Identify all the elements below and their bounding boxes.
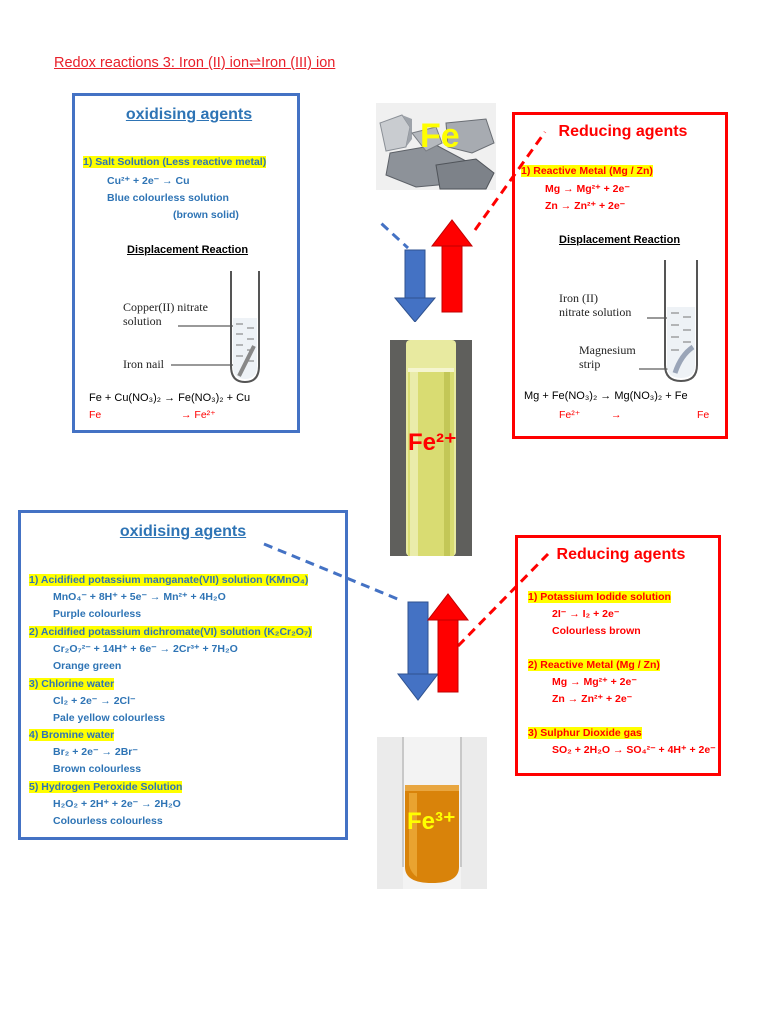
- bottom-red-item2: 2) Reactive Metal (Mg / Zn): [528, 659, 660, 671]
- top-ox-solution-label: Copper(II) nitrate solution: [123, 300, 208, 328]
- top-red-up-arrow: [430, 219, 474, 313]
- top-blue-dashed-connector: [380, 220, 410, 250]
- bottom-reducing-heading: Reducing agents: [556, 546, 686, 563]
- top-ox-final-ion-right: → Fe²⁺: [181, 409, 216, 421]
- top-ox-solution-text: Copper(II) nitrate solution: [123, 300, 208, 328]
- top-ox-item1: 1) Salt Solution (Less reactive metal): [83, 156, 267, 168]
- top-red-displacement-title: Displacement Reaction: [559, 234, 681, 246]
- bottom-ox-item5-colour: Colourless colourless: [53, 815, 163, 827]
- bottom-oxidising-heading: oxidising agents: [119, 523, 247, 540]
- fe3-test-tube-image: [377, 737, 487, 889]
- bottom-ox-item3: 3) Chlorine water: [29, 678, 115, 690]
- bottom-ox-item5: 5) Hydrogen Peroxide Solution: [29, 781, 183, 793]
- bottom-red-item1-text: 1) Potassium Iodide solution: [528, 591, 671, 603]
- bottom-ox-item3-colour: Pale yellow colourless: [53, 712, 166, 724]
- top-ox-item1-text: 1) Salt Solution (Less reactive metal): [83, 156, 267, 168]
- top-red-final-equation: Mg + Fe(NO₃)₂ → Mg(NO₃)₂ + Fe: [524, 390, 688, 402]
- fe3-label: Fe³⁺: [407, 808, 456, 835]
- copper-nitrate-test-tube-diagram: [171, 271, 260, 384]
- bottom-red-eq2a: Mg → Mg²⁺ + 2e⁻: [552, 676, 637, 688]
- top-ox-eq1: Cu²⁺ + 2e⁻ → Cu: [107, 175, 190, 187]
- top-oxidising-box: oxidising agents 1) Salt Solution (Less …: [72, 93, 300, 433]
- top-red-eq1: Mg → Mg²⁺ + 2e⁻: [545, 183, 630, 195]
- top-ox-final-equation: Fe + Cu(NO₃)₂ → Fe(NO₃)₂ + Cu: [89, 392, 251, 404]
- fe2-test-tube-image: [390, 340, 472, 556]
- top-red-dashed-connector: [473, 131, 547, 231]
- bottom-red-eq1: 2I⁻ → I₂ + 2e⁻: [552, 608, 620, 620]
- bottom-ox-item5-eq: H₂O₂ + 2H⁺ + 2e⁻ → 2H₂O: [53, 798, 181, 810]
- bottom-red-eq3: SO₂ + 2H₂O → SO₄²⁻ + 4H⁺ + 2e⁻: [552, 744, 716, 756]
- bottom-ox-item3-text: 3) Chlorine water: [29, 678, 115, 690]
- top-ox-colour1: Blue colourless solution: [107, 192, 229, 204]
- bottom-oxidising-box: oxidising agents 1) Acidified potassium …: [18, 510, 348, 840]
- top-red-strip-label: Magnesium strip: [579, 343, 636, 371]
- bottom-ox-item1-eq: MnO₄⁻ + 8H⁺ + 5e⁻ → Mn²⁺ + 4H₂O: [53, 591, 226, 603]
- bottom-red-item3: 3) Sulphur Dioxide gas: [528, 727, 642, 739]
- bottom-ox-item1-colour: Purple colourless: [53, 608, 142, 620]
- bottom-red-item1: 1) Potassium Iodide solution: [528, 591, 671, 603]
- fe3-solution-photo: Fe³⁺: [377, 737, 487, 889]
- top-red-solution-text: Iron (II) nitrate solution: [559, 291, 632, 319]
- bottom-blue-down-arrow: [396, 601, 440, 701]
- top-red-final-ion-mid: →: [611, 409, 622, 421]
- bottom-ox-item5-text: 5) Hydrogen Peroxide Solution: [29, 781, 183, 793]
- bottom-ox-item3-eq: Cl₂ + 2e⁻ → 2Cl⁻: [53, 695, 136, 707]
- top-ox-displacement-title: Displacement Reaction: [127, 244, 249, 256]
- top-ox-nail-label: Iron nail: [123, 357, 164, 371]
- top-red-item1: 1) Reactive Metal (Mg / Zn): [521, 165, 653, 177]
- bottom-red-colour1: Colourless brown: [552, 625, 641, 637]
- bottom-red-dashed-connector: [456, 552, 550, 648]
- bottom-ox-item1: 1) Acidified potassium manganate(VII) so…: [29, 574, 309, 586]
- top-red-final-ion-left: Fe²⁺: [559, 409, 581, 421]
- top-arrows-group: [380, 131, 547, 322]
- bottom-red-item2-text: 2) Reactive Metal (Mg / Zn): [528, 659, 660, 671]
- bottom-red-up-arrow: [426, 593, 470, 693]
- bottom-ox-item2-eq: Cr₂O₇²⁻ + 14H⁺ + 6e⁻ → 2Cr³⁺ + 7H₂O: [53, 643, 238, 655]
- iron-pieces-image: [376, 103, 496, 190]
- bottom-ox-item2-text: 2) Acidified potassium dichromate(VI) so…: [29, 626, 312, 638]
- page-title: Redox reactions 3: Iron (II) ion⇌Iron (I…: [54, 55, 336, 71]
- top-reducing-heading: Reducing agents: [558, 123, 688, 140]
- top-oxidising-heading: oxidising agents: [125, 106, 253, 123]
- bottom-ox-item2-colour: Orange green: [53, 660, 122, 672]
- top-red-eq2: Zn → Zn²⁺ + 2e⁻: [545, 200, 626, 212]
- iron-nitrate-test-tube-diagram: [639, 260, 698, 383]
- top-red-solution-label: Iron (II) nitrate solution: [559, 291, 631, 319]
- top-ox-final-ion-left: Fe: [89, 409, 102, 421]
- bottom-reducing-box: Reducing agents 1) Potassium Iodide solu…: [515, 535, 721, 776]
- iron-metal-photo: Fe: [376, 103, 496, 190]
- bottom-blue-dashed-connector: [263, 542, 401, 602]
- fe2-solution-photo: Fe²⁺: [390, 340, 472, 556]
- fe2-label: Fe²⁺: [408, 429, 457, 456]
- bottom-ox-item4: 4) Bromine water: [29, 729, 115, 741]
- top-reducing-box: Reducing agents 1) Reactive Metal (Mg / …: [512, 112, 728, 439]
- bottom-ox-item2: 2) Acidified potassium dichromate(VI) so…: [29, 626, 312, 638]
- top-red-strip-text: Magnesium strip: [579, 343, 636, 371]
- top-red-item1-text: 1) Reactive Metal (Mg / Zn): [521, 165, 653, 177]
- bottom-ox-item1-text: 1) Acidified potassium manganate(VII) so…: [29, 574, 309, 586]
- bottom-arrows-group: [263, 542, 550, 701]
- top-red-final-ion-right: Fe: [697, 409, 710, 421]
- bottom-red-item3-text: 3) Sulphur Dioxide gas: [528, 727, 642, 739]
- bottom-ox-item4-text: 4) Bromine water: [29, 729, 115, 741]
- bottom-ox-item4-colour: Brown colourless: [53, 763, 142, 775]
- fe-label: Fe: [420, 117, 460, 155]
- top-blue-down-arrow: [393, 249, 437, 322]
- bottom-ox-item4-eq: Br₂ + 2e⁻ → 2Br⁻: [53, 746, 138, 758]
- top-ox-colour2: (brown solid): [173, 209, 239, 221]
- bottom-red-eq2b: Zn → Zn²⁺ + 2e⁻: [552, 693, 633, 705]
